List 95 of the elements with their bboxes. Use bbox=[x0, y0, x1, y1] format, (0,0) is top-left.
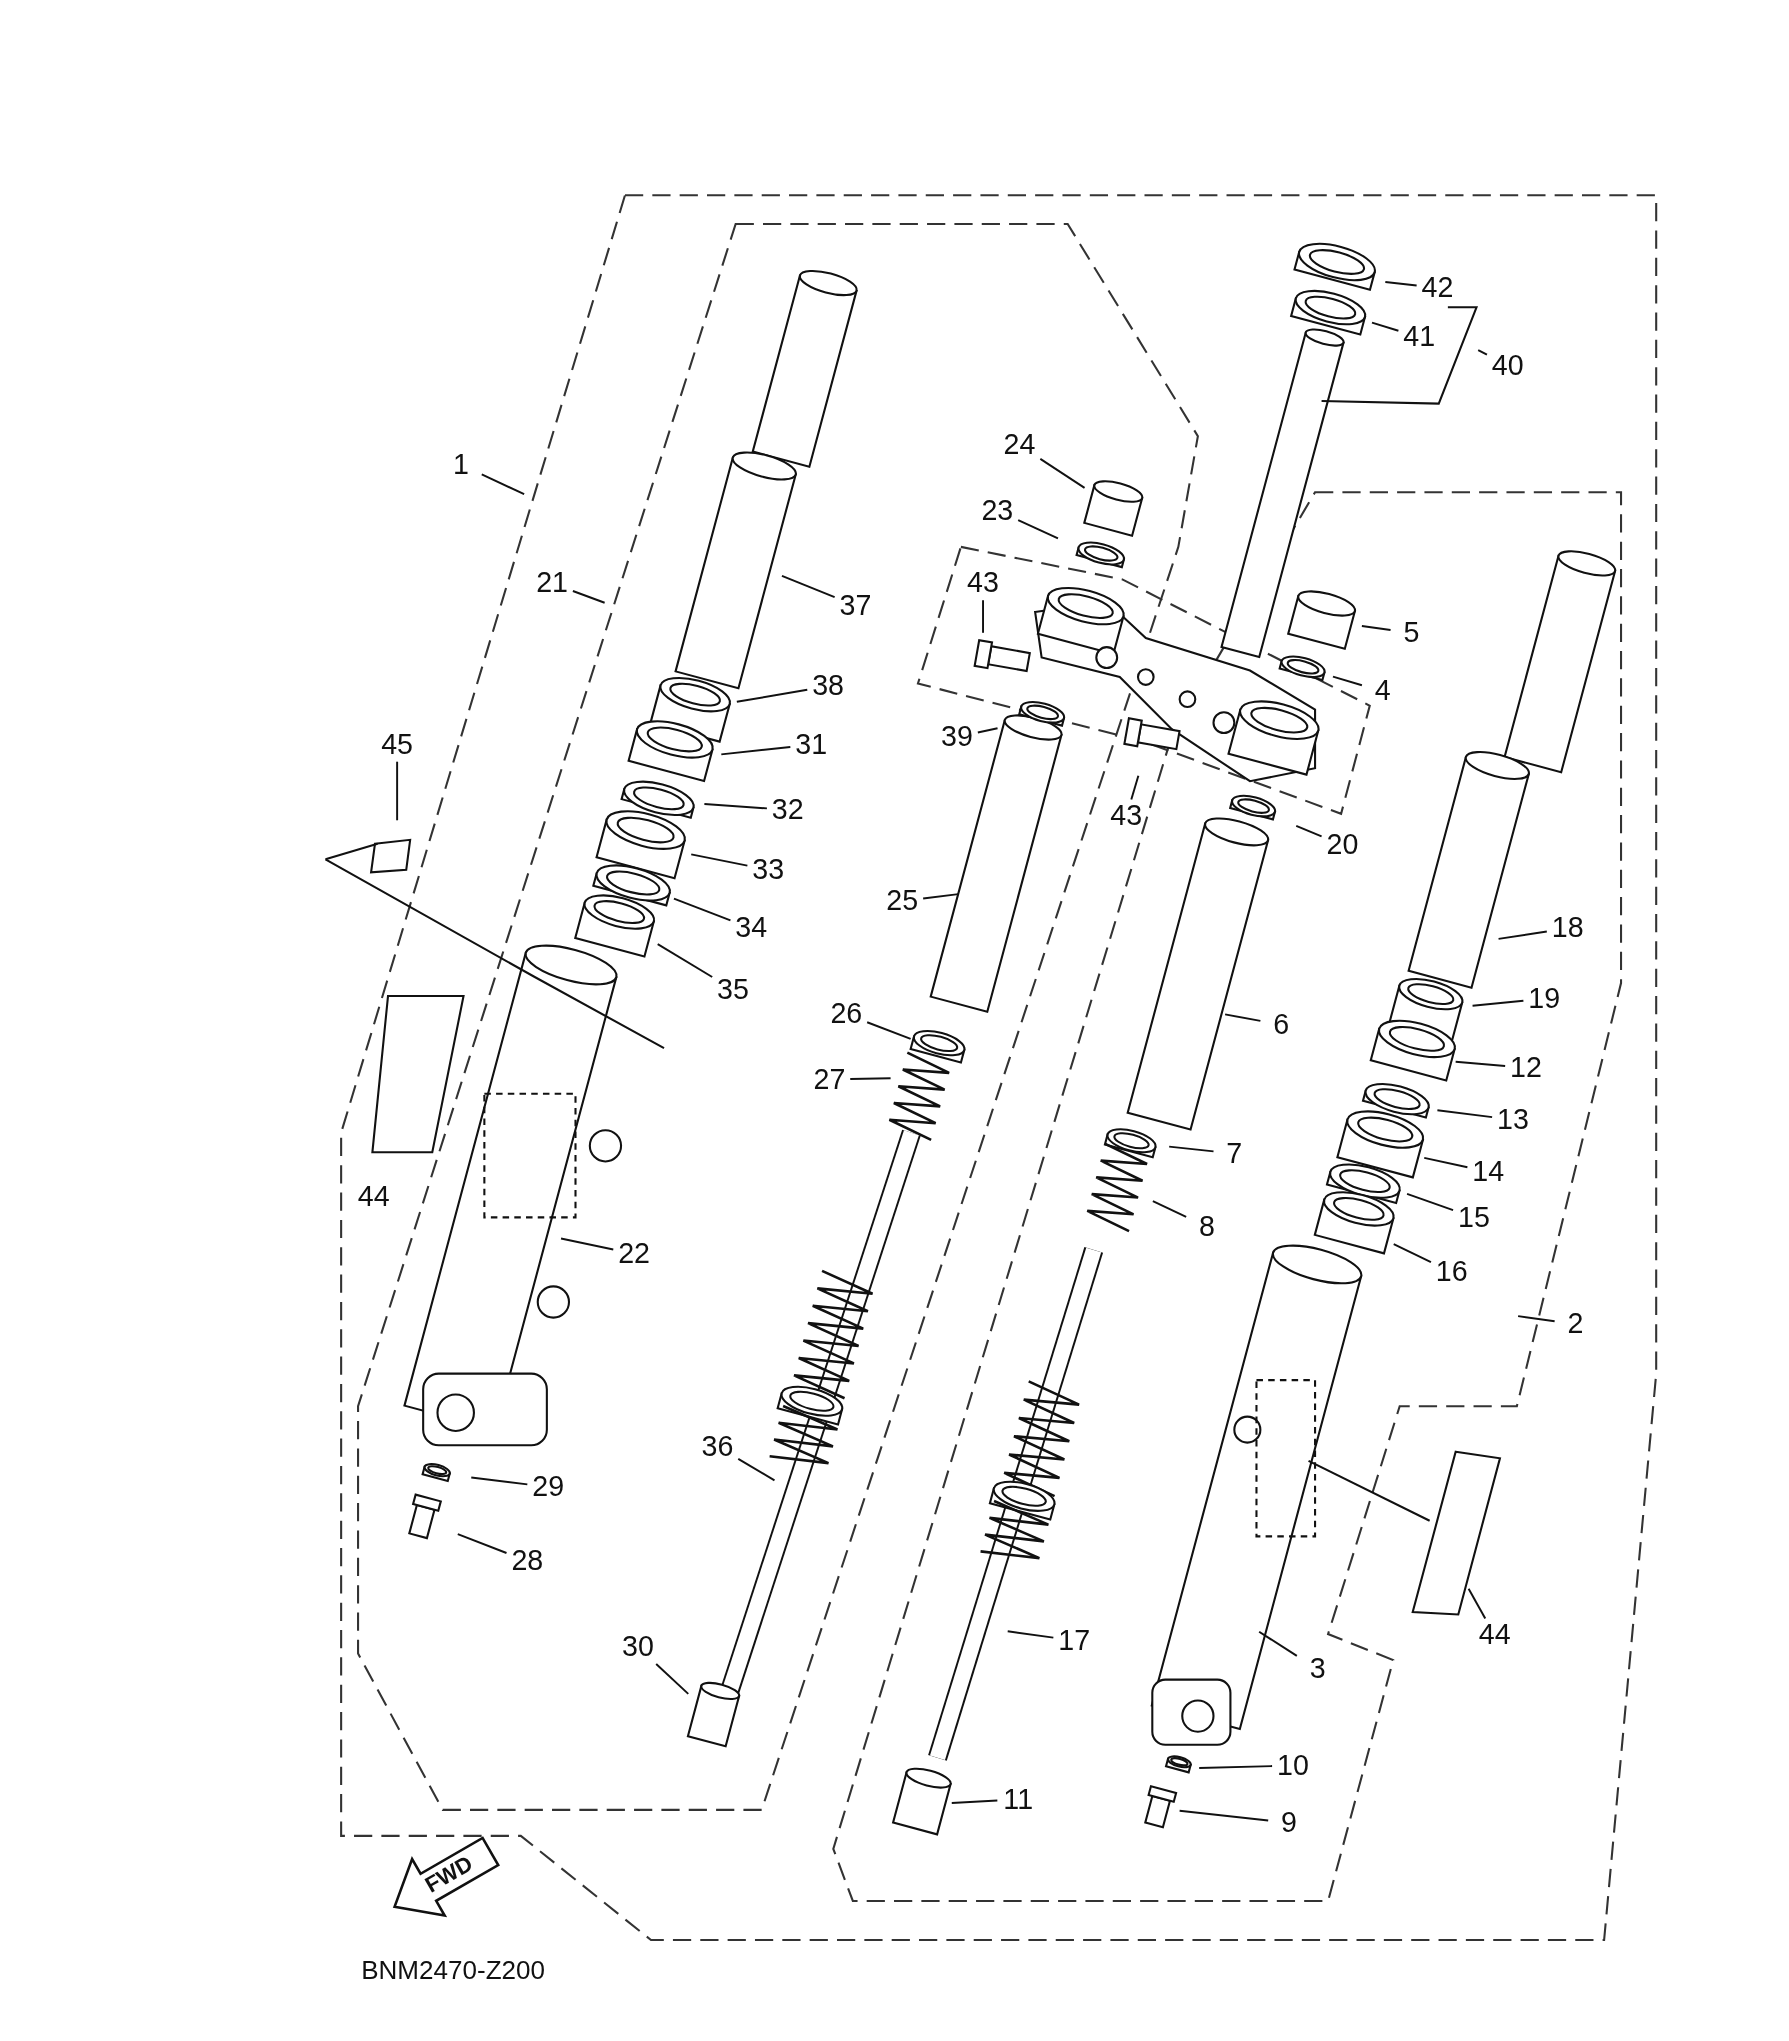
leader-line bbox=[1371, 321, 1400, 332]
callout-number: 45 bbox=[379, 729, 415, 761]
leader-line bbox=[1168, 1145, 1215, 1153]
callout-number: 44 bbox=[356, 1180, 391, 1213]
callout-number: 18 bbox=[1550, 912, 1585, 944]
callout-number: 36 bbox=[700, 1430, 735, 1463]
callout-number: 15 bbox=[1456, 1201, 1492, 1234]
leader-line bbox=[456, 1533, 508, 1554]
leader-line bbox=[1295, 824, 1323, 838]
leader-line bbox=[1384, 281, 1418, 287]
leader-line bbox=[703, 802, 768, 810]
callout-number: 10 bbox=[1275, 1749, 1311, 1782]
leader-line bbox=[571, 590, 606, 604]
callout-number: 37 bbox=[838, 589, 873, 622]
leader-line bbox=[735, 688, 809, 703]
leader-line bbox=[737, 1457, 776, 1482]
leader-line bbox=[1471, 999, 1525, 1007]
leader-line bbox=[1224, 1013, 1262, 1022]
callout-number: 21 bbox=[534, 567, 570, 599]
leader-line bbox=[1151, 1200, 1188, 1218]
callout-number: 29 bbox=[530, 1471, 566, 1503]
callout-number: 8 bbox=[1197, 1210, 1217, 1243]
callout-number: 30 bbox=[620, 1631, 656, 1663]
leader-line bbox=[1436, 1109, 1494, 1119]
leader-line bbox=[1406, 1192, 1455, 1212]
leader-line bbox=[560, 1237, 615, 1251]
leader-line bbox=[1039, 457, 1086, 489]
callout-number: 28 bbox=[510, 1545, 545, 1577]
callout-number: 4 bbox=[1373, 675, 1393, 707]
callout-number: 33 bbox=[750, 854, 786, 886]
leader-line bbox=[1360, 625, 1392, 631]
callout-number: 43 bbox=[965, 567, 1001, 599]
leader-line bbox=[655, 1663, 690, 1695]
leader-line bbox=[1423, 1156, 1469, 1169]
callout-number: 23 bbox=[980, 494, 1015, 526]
callout-number: 26 bbox=[829, 998, 864, 1030]
callout-number: 32 bbox=[770, 794, 805, 826]
leader-line bbox=[866, 1021, 912, 1040]
callout-number: 6 bbox=[1271, 1009, 1291, 1041]
callout-number: 13 bbox=[1495, 1104, 1531, 1136]
callout-number: 5 bbox=[1402, 617, 1421, 649]
callout-number: 16 bbox=[1434, 1256, 1469, 1288]
callout-number: 41 bbox=[1402, 321, 1437, 353]
leader-line bbox=[781, 574, 836, 599]
leader-line bbox=[656, 943, 714, 978]
leader-line bbox=[1006, 1630, 1055, 1639]
callout-number: 1 bbox=[451, 449, 471, 481]
diagram-code: BNM2470-Z200 bbox=[360, 1954, 547, 1986]
callout-number: 44 bbox=[1477, 1619, 1512, 1651]
leader-line bbox=[922, 893, 960, 900]
leader-line bbox=[672, 897, 732, 922]
callout-number: 11 bbox=[1002, 1783, 1035, 1816]
callout-number: 14 bbox=[1471, 1156, 1506, 1188]
callout-number: 27 bbox=[812, 1063, 847, 1095]
leader-line bbox=[1454, 1060, 1507, 1067]
callout-number: 12 bbox=[1508, 1052, 1544, 1084]
leader-line bbox=[720, 746, 792, 756]
leader-line bbox=[1477, 349, 1488, 356]
leader-line bbox=[470, 1476, 529, 1486]
callout-number: 39 bbox=[939, 721, 975, 753]
leader-line bbox=[982, 599, 984, 634]
callout-number: 19 bbox=[1527, 983, 1562, 1015]
leader-line bbox=[1017, 519, 1059, 540]
leader-line bbox=[1178, 1809, 1270, 1822]
leader-line bbox=[976, 727, 999, 734]
leader-line bbox=[1392, 1243, 1432, 1264]
leader-line bbox=[1130, 774, 1140, 801]
leader-line bbox=[1467, 1587, 1487, 1620]
leader-line bbox=[1517, 1315, 1556, 1323]
leader-line bbox=[1497, 930, 1548, 940]
fwd-text: FWD bbox=[419, 1850, 478, 1900]
leader-line bbox=[950, 1799, 999, 1804]
leader-line bbox=[1332, 675, 1363, 687]
callout-number: 25 bbox=[885, 885, 920, 917]
callout-number: 42 bbox=[1420, 272, 1455, 304]
callout-number: 34 bbox=[734, 912, 769, 944]
callout-number: 9 bbox=[1279, 1807, 1299, 1839]
leader-line bbox=[690, 853, 749, 867]
callout-number: 43 bbox=[1109, 800, 1144, 832]
callout-number: 2 bbox=[1566, 1308, 1585, 1340]
leader-line bbox=[480, 473, 526, 496]
callout-number: 31 bbox=[793, 729, 829, 761]
callout-number: 22 bbox=[616, 1238, 652, 1270]
callout-number: 20 bbox=[1325, 829, 1360, 861]
callout-number: 38 bbox=[810, 670, 846, 702]
callout-number: 35 bbox=[715, 973, 751, 1006]
callout-number: 7 bbox=[1225, 1138, 1244, 1170]
leader-line bbox=[396, 760, 399, 822]
callout-number: 17 bbox=[1056, 1624, 1092, 1657]
callout-number: 3 bbox=[1308, 1653, 1327, 1685]
leader-line bbox=[1198, 1765, 1274, 1769]
callout-number: 24 bbox=[1002, 429, 1037, 461]
callout-number: 40 bbox=[1490, 350, 1525, 382]
leader-line bbox=[849, 1077, 892, 1080]
leader-line bbox=[1258, 1630, 1298, 1657]
